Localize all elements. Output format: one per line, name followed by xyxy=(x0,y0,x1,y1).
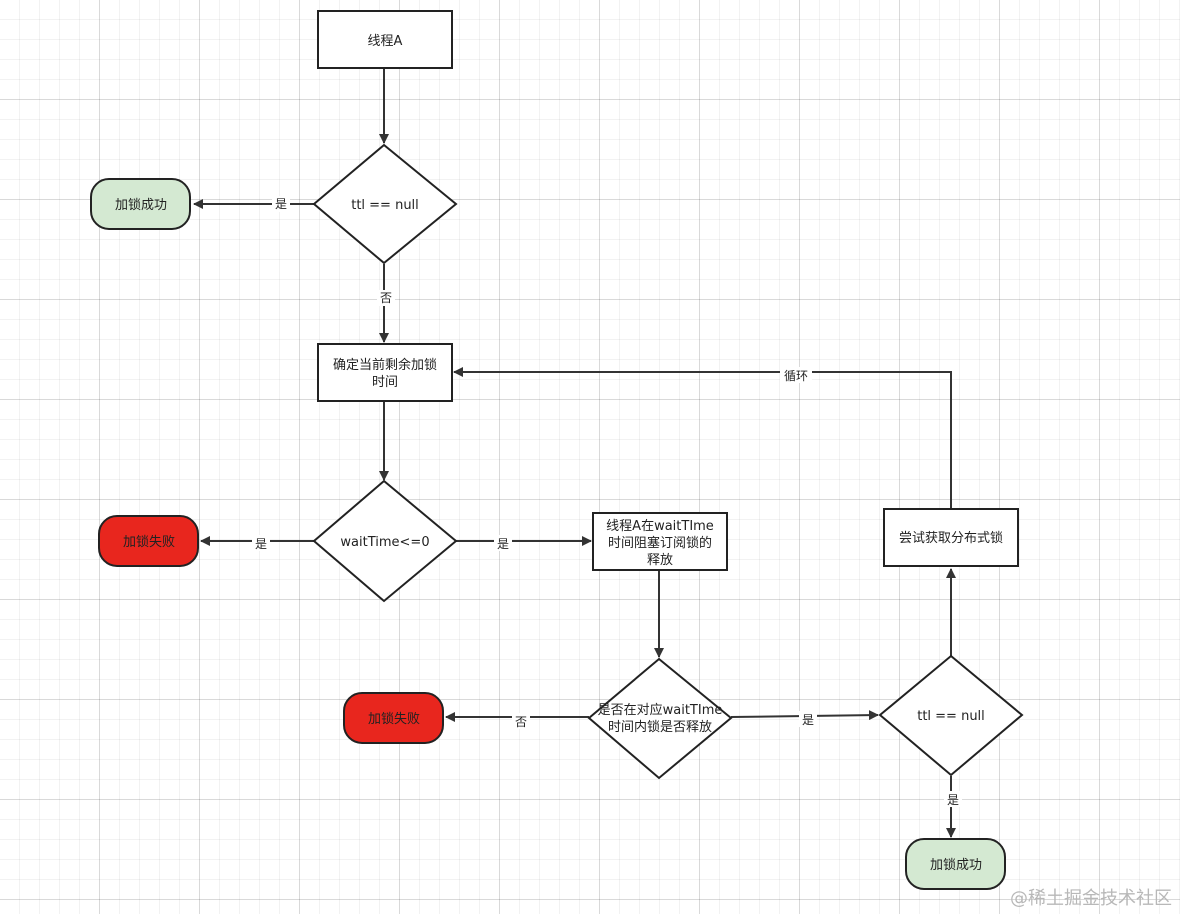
svg-text:时间: 时间 xyxy=(372,375,398,390)
node-success-top: 加锁成功 xyxy=(90,178,191,230)
svg-text:时间阻塞订阅锁的: 时间阻塞订阅锁的 xyxy=(608,535,712,551)
svg-text:确定当前剩余加锁: 确定当前剩余加锁 xyxy=(333,357,437,373)
node-success-bottom: 加锁成功 xyxy=(905,838,1006,890)
svg-text:加锁失败: 加锁失败 xyxy=(123,534,175,550)
svg-text:加锁成功: 加锁成功 xyxy=(115,197,167,213)
edge-label-loop: 循环 xyxy=(780,367,812,383)
svg-text:是: 是 xyxy=(275,197,287,211)
node-decision-wait-time: waitTime<=0 xyxy=(312,479,458,603)
svg-text:ttl == null: ttl == null xyxy=(351,198,419,213)
svg-text:循环: 循环 xyxy=(784,369,808,383)
svg-text:waitTime<=0: waitTime<=0 xyxy=(340,535,429,550)
edge-label-ttl-right-yes: 是 xyxy=(944,791,962,807)
svg-text:是: 是 xyxy=(497,537,509,551)
svg-text:ttl == null: ttl == null xyxy=(917,709,985,724)
svg-text:时间内锁是否释放: 时间内锁是否释放 xyxy=(608,719,712,735)
svg-text:否: 否 xyxy=(380,291,392,305)
svg-text:尝试获取分布式锁: 尝试获取分布式锁 xyxy=(899,530,1003,546)
svg-text:线程A在waitTIme: 线程A在waitTIme xyxy=(606,519,714,534)
node-fail-left: 加锁失败 xyxy=(98,515,199,567)
svg-text:是: 是 xyxy=(947,793,959,807)
svg-text:是: 是 xyxy=(255,537,267,551)
edge-label-released-no: 否 xyxy=(512,713,530,729)
svg-text:线程A: 线程A xyxy=(368,34,403,49)
edge-label-wait-yes-right: 是 xyxy=(494,535,512,551)
node-block-subscribe-release: 线程A在waitTIme 时间阻塞订阅锁的 释放 xyxy=(592,512,728,571)
node-fail-middle: 加锁失败 xyxy=(343,692,444,744)
node-determine-remaining-time: 确定当前剩余加锁 时间 xyxy=(317,343,453,402)
edge-label-ttl-top-no: 否 xyxy=(377,290,395,306)
node-decision-released: 是否在对应waitTIme 时间内锁是否释放 xyxy=(587,657,733,780)
node-decision-ttl-top: ttl == null xyxy=(312,143,458,265)
svg-text:加锁失败: 加锁失败 xyxy=(368,711,420,727)
node-decision-ttl-right: ttl == null xyxy=(878,654,1024,777)
svg-text:加锁成功: 加锁成功 xyxy=(930,857,982,873)
svg-text:是: 是 xyxy=(802,713,814,727)
node-thread-a: 线程A xyxy=(317,10,453,69)
svg-text:否: 否 xyxy=(515,715,527,729)
watermark: @稀土掘金技术社区 xyxy=(1010,888,1172,909)
edge-label-ttl-top-yes: 是 xyxy=(272,196,290,212)
edge-label-wait-yes-left: 是 xyxy=(252,535,270,551)
edge-loop xyxy=(453,367,952,509)
svg-text:释放: 释放 xyxy=(647,553,673,568)
svg-text:是否在对应waitTIme: 是否在对应waitTIme xyxy=(598,702,723,718)
edge-label-released-yes: 是 xyxy=(799,711,817,727)
node-try-acquire-lock: 尝试获取分布式锁 xyxy=(883,508,1019,567)
